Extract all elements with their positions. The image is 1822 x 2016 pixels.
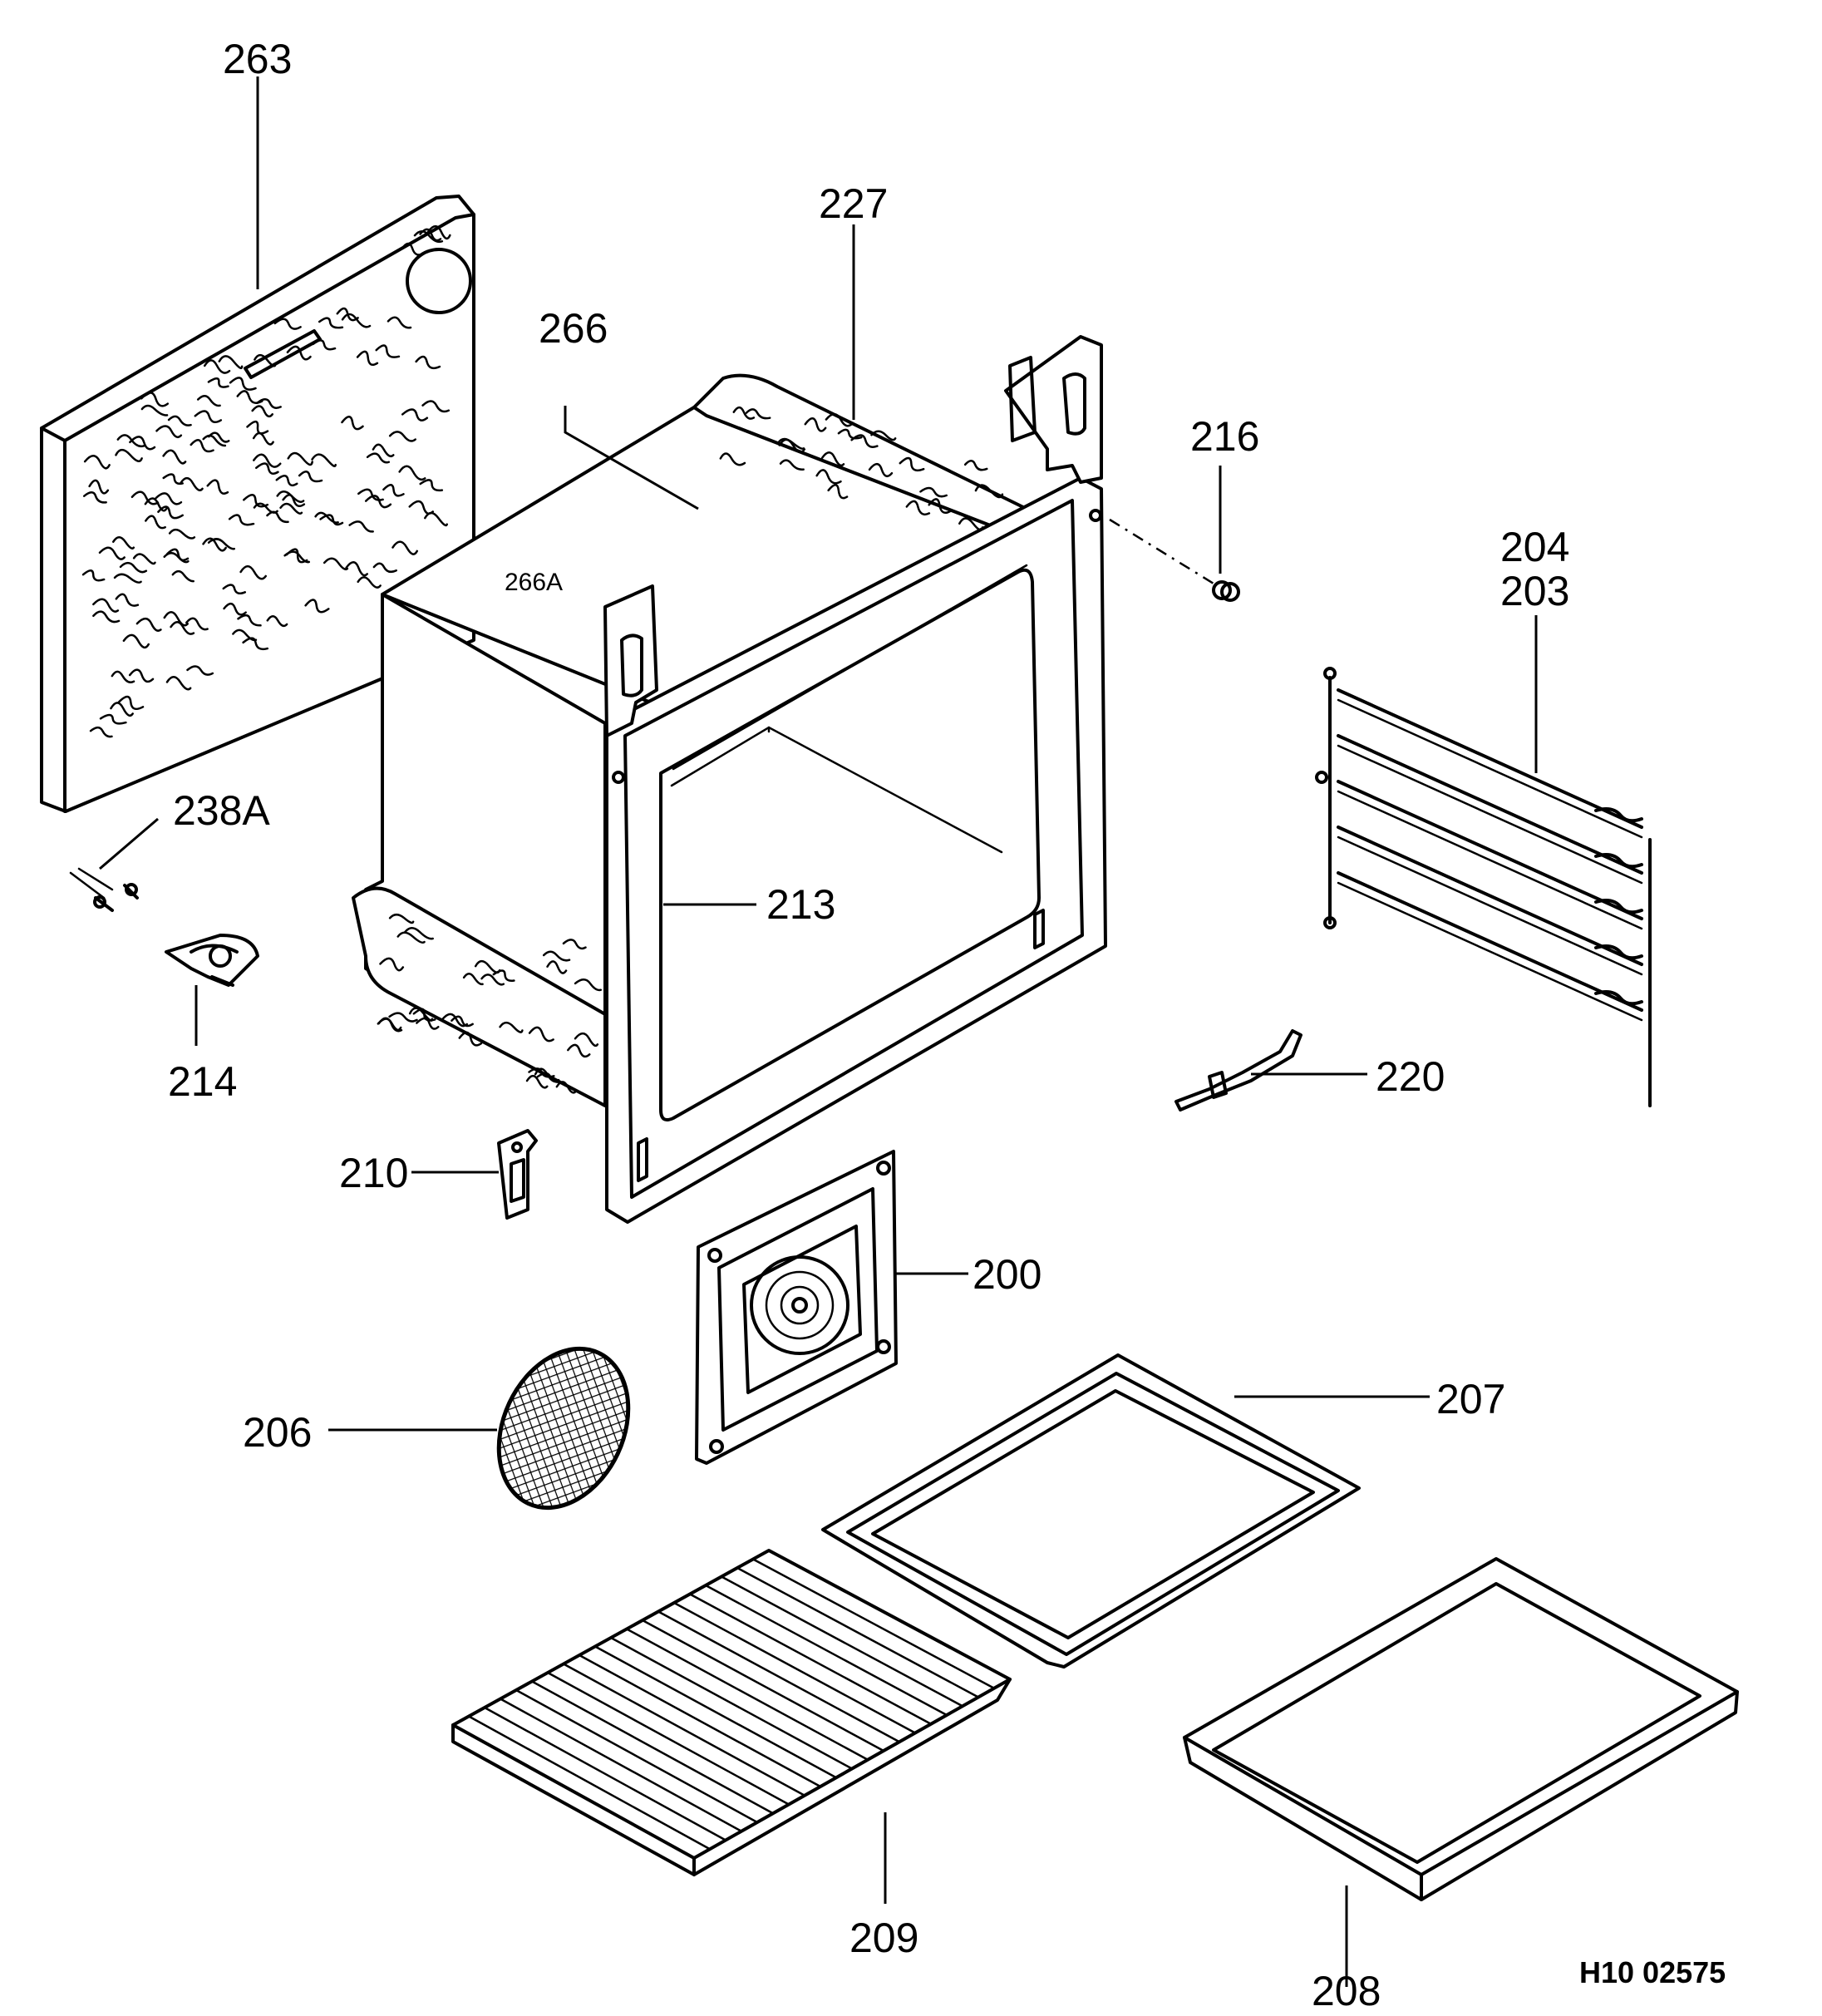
hinge-220 bbox=[1174, 1029, 1302, 1112]
lamp-cover-216 bbox=[1212, 580, 1240, 602]
front-frame-213 bbox=[603, 335, 1107, 1224]
oven-cavity-227 bbox=[352, 373, 1028, 1107]
grid-shelf-209 bbox=[451, 1549, 1012, 1876]
label-204: 204 bbox=[1500, 524, 1569, 570]
lamp-holder-214 bbox=[165, 934, 259, 987]
screws-238a bbox=[69, 867, 139, 912]
label-266a: 266A bbox=[505, 569, 563, 596]
deep-tray-208 bbox=[1183, 1557, 1739, 1901]
shelf-rails-204-203 bbox=[1315, 667, 1652, 1107]
drawing-code: H10 02575 bbox=[1579, 1955, 1726, 1989]
label-200: 200 bbox=[973, 1251, 1041, 1298]
label-213: 213 bbox=[766, 881, 835, 928]
label-266: 266 bbox=[539, 305, 608, 352]
label-263: 263 bbox=[223, 36, 292, 82]
label-216: 216 bbox=[1190, 413, 1259, 460]
label-214: 214 bbox=[168, 1058, 237, 1105]
label-207: 207 bbox=[1436, 1376, 1505, 1422]
insulation-panel-263 bbox=[40, 195, 475, 813]
label-206: 206 bbox=[243, 1409, 312, 1456]
label-227: 227 bbox=[819, 180, 888, 227]
part-labels: 263 227 266 266A 216 204 203 238A 213 21… bbox=[168, 36, 1726, 2014]
label-238a: 238A bbox=[173, 787, 270, 834]
label-203: 203 bbox=[1500, 568, 1569, 614]
door-latch-210 bbox=[497, 1129, 538, 1220]
leader-lines bbox=[99, 76, 1538, 1987]
fan-grille-206 bbox=[496, 1346, 631, 1511]
fan-assembly-200 bbox=[695, 1150, 898, 1465]
baking-tray-207 bbox=[821, 1353, 1361, 1668]
label-208: 208 bbox=[1312, 1968, 1381, 2014]
label-210: 210 bbox=[339, 1150, 408, 1196]
label-209: 209 bbox=[849, 1915, 918, 1961]
label-220: 220 bbox=[1376, 1053, 1445, 1100]
